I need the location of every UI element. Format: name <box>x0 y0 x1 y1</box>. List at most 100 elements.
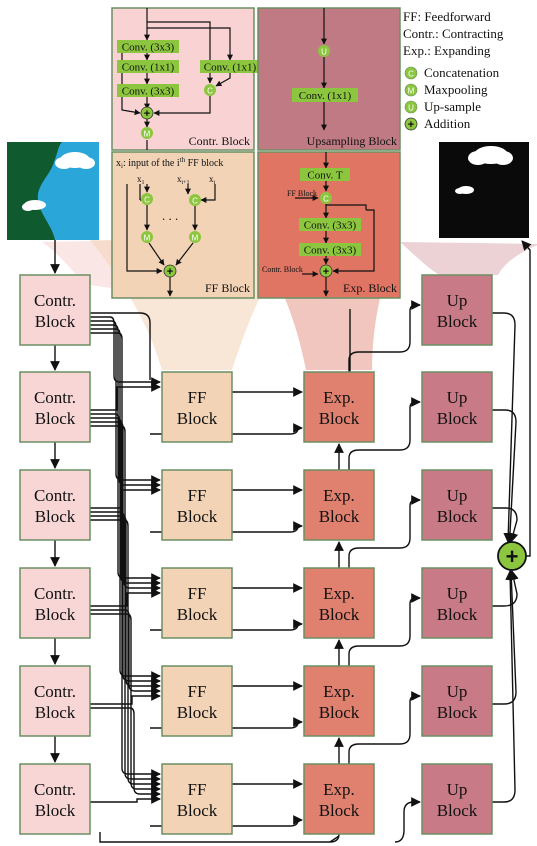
panel-contr-block: Conv. (3x3) Conv. (1x1) Conv. (1x1) Conv… <box>111 7 260 151</box>
svg-text:Block: Block <box>437 409 478 428</box>
svg-text:Contr.: Contr. <box>34 291 76 310</box>
connector <box>90 707 161 799</box>
svg-text:Block: Block <box>437 801 478 820</box>
contr-conv-d: Conv. (1x1) <box>204 62 257 74</box>
exp-block-4: Exp.Block <box>303 665 375 737</box>
contr-block-2: Contr.Block <box>19 371 91 443</box>
svg-text:FF: FF <box>188 388 207 407</box>
connector <box>90 691 161 705</box>
svg-text:Block: Block <box>319 605 360 624</box>
exp-conv-t: Conv. T <box>307 170 342 182</box>
connector <box>150 619 303 631</box>
svg-text:Contr.: Contr. <box>34 486 76 505</box>
ff-input-left: x1 <box>137 174 145 186</box>
connector <box>150 815 303 827</box>
ff-panel-title: FF Block <box>205 281 250 295</box>
legend-upsample: Up-sample <box>424 99 481 114</box>
svg-text:Block: Block <box>35 507 76 526</box>
connector <box>150 521 303 533</box>
svg-text:Exp.: Exp. <box>323 388 355 407</box>
svg-text:Exp.: Exp. <box>323 486 355 505</box>
svg-text:Block: Block <box>177 605 218 624</box>
svg-text:Up: Up <box>447 388 468 407</box>
svg-text:Block: Block <box>177 703 218 722</box>
svg-text:Block: Block <box>35 312 76 331</box>
connector <box>150 423 303 435</box>
svg-text:Block: Block <box>437 507 478 526</box>
exp-node-c: C <box>323 195 329 204</box>
svg-text:FF: FF <box>188 584 207 603</box>
svg-text:Block: Block <box>177 409 218 428</box>
contr-block-5: Contr. Block <box>19 665 91 737</box>
exp-conv-b: Conv. (3x3) <box>304 245 357 257</box>
svg-text:Block: Block <box>35 703 76 722</box>
up-panel-title: Upsampling Block <box>307 134 397 148</box>
panel-upsampling-block: U Conv. (1x1) Upsampling Block <box>257 7 401 151</box>
svg-text:U: U <box>408 104 414 113</box>
up-conv: Conv. (1x1) <box>299 90 352 102</box>
ff-block-1: FF Block <box>161 371 233 443</box>
svg-text:Up: Up <box>447 584 468 603</box>
ff-node-m2: M <box>192 234 199 243</box>
final-addition-node: + <box>497 541 527 571</box>
svg-text:Contr.: Contr. <box>34 682 76 701</box>
svg-text:+: + <box>408 119 414 131</box>
svg-text:Exp.: Exp. <box>323 682 355 701</box>
exp-contr-input: Contr. Block <box>262 265 303 274</box>
connector <box>348 593 421 666</box>
contr-conv-a: Conv. (3x3) <box>122 42 175 54</box>
connector <box>150 717 303 729</box>
ff-dots: . . . <box>162 208 178 223</box>
connector <box>329 835 340 843</box>
block-grid: Contr.BlockContr.BlockContr.BlockContr.B… <box>19 274 493 835</box>
svg-text:FF: FF <box>188 780 207 799</box>
contr-node-m: M <box>144 130 151 139</box>
exp-node-add: + <box>323 266 329 278</box>
output-mask <box>439 142 529 238</box>
svg-text:Up: Up <box>447 682 468 701</box>
connector <box>492 570 519 607</box>
legend: FF: Feedforward Contr.: Contracting Exp.… <box>403 9 504 131</box>
legend-concatenation: Concatenation <box>424 65 500 80</box>
contr-node-add: + <box>144 108 150 120</box>
connector <box>492 312 516 543</box>
connector <box>492 507 519 543</box>
legend-line-3: Exp.: Expanding <box>403 43 491 58</box>
ff-node-c2: C <box>192 197 198 206</box>
exp-block-1: Exp.Block <box>303 371 375 443</box>
svg-text:+: + <box>506 544 519 569</box>
svg-text:C: C <box>408 70 414 79</box>
connector <box>90 794 161 804</box>
exp-block-3: Exp.Block <box>303 567 375 639</box>
svg-text:Exp.: Exp. <box>323 780 355 799</box>
connector <box>521 240 532 557</box>
panel-exp-block: Conv. T FF Block C Conv. (3x3) Conv. (3x… <box>257 151 401 299</box>
up-node-u: U <box>321 48 327 57</box>
svg-text:Block: Block <box>319 801 360 820</box>
connector <box>348 495 421 568</box>
connector <box>492 409 517 543</box>
exp-conv-a: Conv. (3x3) <box>304 220 357 232</box>
exp-block-5: Exp. Block <box>303 763 375 835</box>
concatenation-icon <box>404 66 418 80</box>
connector <box>492 570 516 803</box>
ff-block-3: FF Block <box>161 567 233 639</box>
maxpooling-icon <box>404 83 418 97</box>
svg-text:Block: Block <box>319 507 360 526</box>
contr-panel-title: Contr. Block <box>189 134 250 148</box>
connector <box>348 397 421 470</box>
exp-block-2: Exp. Block <box>303 469 375 541</box>
legend-maxpooling: Maxpooling <box>424 82 488 97</box>
connector <box>348 300 421 372</box>
connections <box>50 240 532 843</box>
legend-line-1: FF: Feedforward <box>403 9 491 24</box>
addition-icon <box>404 117 418 131</box>
connector <box>348 691 421 764</box>
